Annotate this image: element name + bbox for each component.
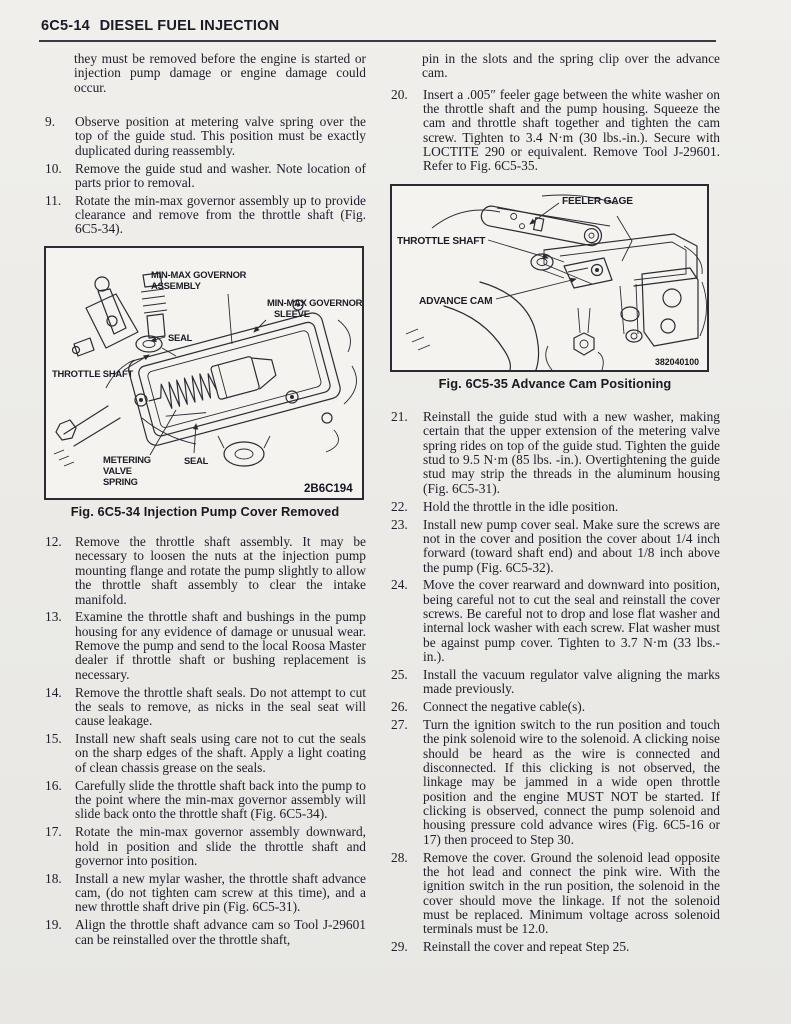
step-text: Install a new mylar washer, the throttle… <box>75 870 366 915</box>
step-number: 23. <box>391 516 408 532</box>
step-number: 17. <box>45 824 62 840</box>
step-number: 12. <box>45 534 62 550</box>
label-seal-lower: SEAL <box>184 455 209 466</box>
step-number: 15. <box>45 731 62 747</box>
step-item-19: 19. Align the throttle shaft advance cam… <box>44 918 366 947</box>
label-metering-valve-spring-line2: VALVE <box>103 465 132 476</box>
step-item-9: 9. Observe position at metering valve sp… <box>44 114 366 158</box>
step-text: Rotate the min-max governor assembly up … <box>75 192 366 237</box>
step-text: Reinstall the guide stud with a new wash… <box>423 409 720 496</box>
label-seal-upper: SEAL <box>168 332 193 343</box>
step-text: Move the cover rearward and downward int… <box>423 577 720 665</box>
step-item-27: 27. Turn the ignition switch to the run … <box>390 716 720 847</box>
step-item-14: 14. Remove the throttle shaft seals. Do … <box>44 684 366 729</box>
step-number: 18. <box>45 870 62 886</box>
step-text: Align the throttle shaft advance cam so … <box>75 917 366 947</box>
label-throttle-shaft: THROTTLE SHAFT <box>397 236 486 247</box>
step-text: Carefully slide the throttle shaft back … <box>75 777 366 822</box>
step-number: 10. <box>45 160 62 176</box>
step-number: 27. <box>391 716 408 732</box>
label-feeler-gage: FEELER GAGE <box>562 196 633 207</box>
figure-part-number: 2B6C194 <box>304 483 353 495</box>
step-item-13: 13. Examine the throttle shaft and bushi… <box>44 610 366 682</box>
step-number: 20. <box>391 86 408 102</box>
step-text: Insert a .005″ feeler gage between the w… <box>423 86 720 174</box>
step-number: 21. <box>391 409 408 425</box>
section-code: 6C5-14 <box>41 17 90 34</box>
step-number: 9. <box>45 114 56 130</box>
step-number: 14. <box>45 684 62 700</box>
figure-6c5-35-caption: Fig. 6C5-35 Advance Cam Positioning <box>438 375 672 391</box>
figure-6c5-34: MIN-MAX GOVERNOR ASSEMBLY MIN-MAX GOVERN… <box>44 245 364 500</box>
label-min-max-governor-sleeve-line2: SLEEVE <box>274 308 310 319</box>
step-number: 16. <box>45 777 62 793</box>
page-header: 6C5-14 DIESEL FUEL INJECTION <box>41 17 279 34</box>
step-item-25: 25. Install the vacuum regulator valve a… <box>390 666 720 697</box>
step-item-10: 10. Remove the guide stud and washer. No… <box>44 160 366 191</box>
step-number: 22. <box>391 498 408 514</box>
advance-cam-positioning-drawing: FEELER GAGE THROTTLE SHAFT ADVANCE CAM 3… <box>397 194 707 370</box>
figure-part-number: 382040100 <box>655 357 699 367</box>
intro-paragraph: they must be removed before the engine i… <box>74 51 366 95</box>
step-text: Install the vacuum regulator valve align… <box>423 666 720 697</box>
step-text: Connect the negative cable(s). <box>423 699 586 715</box>
step-item-28: 28. Remove the cover. Ground the solenoi… <box>390 849 720 937</box>
section-title: DIESEL FUEL INJECTION <box>99 17 280 34</box>
step-text: Turn the ignition switch to the run posi… <box>423 716 720 847</box>
figure-6c5-34-caption: Fig. 6C5-34 Injection Pump Cover Removed <box>70 503 340 519</box>
step-item-26: 26. Connect the negative cable(s). <box>390 699 720 715</box>
label-advance-cam: ADVANCE CAM <box>419 296 492 307</box>
step-item-29: 29. Reinstall the cover and repeat Step … <box>390 939 720 955</box>
intro-paragraph: pin in the slots and the spring clip ove… <box>422 51 720 81</box>
step-item-15: 15. Install new shaft seals using care n… <box>44 731 366 775</box>
step-number: 24. <box>391 577 408 593</box>
step-text: Remove the guide stud and washer. Note l… <box>75 160 366 190</box>
label-min-max-governor-sleeve-line1: MIN-MAX GOVERNOR <box>267 297 362 308</box>
left-column: they must be removed before the engine i… <box>44 51 366 950</box>
figure-6c5-35: FEELER GAGE THROTTLE SHAFT ADVANCE CAM 3… <box>390 183 709 372</box>
step-item-12: 12. Remove the throttle shaft assembly. … <box>44 534 366 607</box>
step-text: Remove the throttle shaft assembly. It m… <box>75 534 366 607</box>
label-metering-valve-spring-line1: METERING <box>103 454 151 465</box>
right-column: pin in the slots and the spring clip ove… <box>390 51 720 958</box>
header-rule <box>39 40 716 42</box>
step-number: 11. <box>45 192 62 208</box>
step-text: Reinstall the cover and repeat Step 25. <box>423 939 630 955</box>
step-item-22: 22. Hold the throttle in the idle positi… <box>390 498 720 514</box>
step-number: 25. <box>391 666 408 682</box>
step-item-23: 23. Install new pump cover seal. Make su… <box>390 516 720 575</box>
step-text: Remove the cover. Ground the solenoid le… <box>423 849 720 937</box>
label-metering-valve-spring-line3: SPRING <box>103 476 138 487</box>
step-number: 28. <box>391 849 408 865</box>
step-text: Rotate the min-max governor assembly dow… <box>75 824 366 868</box>
injection-pump-cover-removed-drawing: MIN-MAX GOVERNOR ASSEMBLY MIN-MAX GOVERN… <box>52 269 362 495</box>
step-text: Remove the throttle shaft seals. Do not … <box>75 684 366 729</box>
step-item-16: 16. Carefully slide the throttle shaft b… <box>44 777 366 822</box>
step-item-21: 21. Reinstall the guide stud with a new … <box>390 409 720 496</box>
step-item-24: 24. Move the cover rearward and downward… <box>390 578 720 664</box>
step-text: Hold the throttle in the idle position. <box>423 498 619 514</box>
step-item-20: 20. Insert a .005″ feeler gage between t… <box>390 86 720 174</box>
label-throttle-shaft: THROTTLE SHAFT <box>52 368 134 379</box>
step-number: 29. <box>391 939 408 955</box>
step-text: Observe position at metering valve sprin… <box>75 114 366 158</box>
step-number: 13. <box>45 609 62 625</box>
step-text: Examine the throttle shaft and bushings … <box>75 609 366 682</box>
step-item-18: 18. Install a new mylar washer, the thro… <box>44 870 366 915</box>
step-number: 26. <box>391 699 408 715</box>
step-item-11: 11. Rotate the min-max governor assembly… <box>44 192 366 237</box>
label-min-max-governor-assembly-line1: MIN-MAX GOVERNOR <box>151 269 247 280</box>
step-item-17: 17. Rotate the min-max governor assembly… <box>44 824 366 868</box>
label-min-max-governor-assembly-line2: ASSEMBLY <box>151 280 202 291</box>
step-number: 19. <box>45 917 62 933</box>
step-text: Install new pump cover seal. Make sure t… <box>423 516 720 575</box>
step-text: Install new shaft seals using care not t… <box>75 731 366 775</box>
